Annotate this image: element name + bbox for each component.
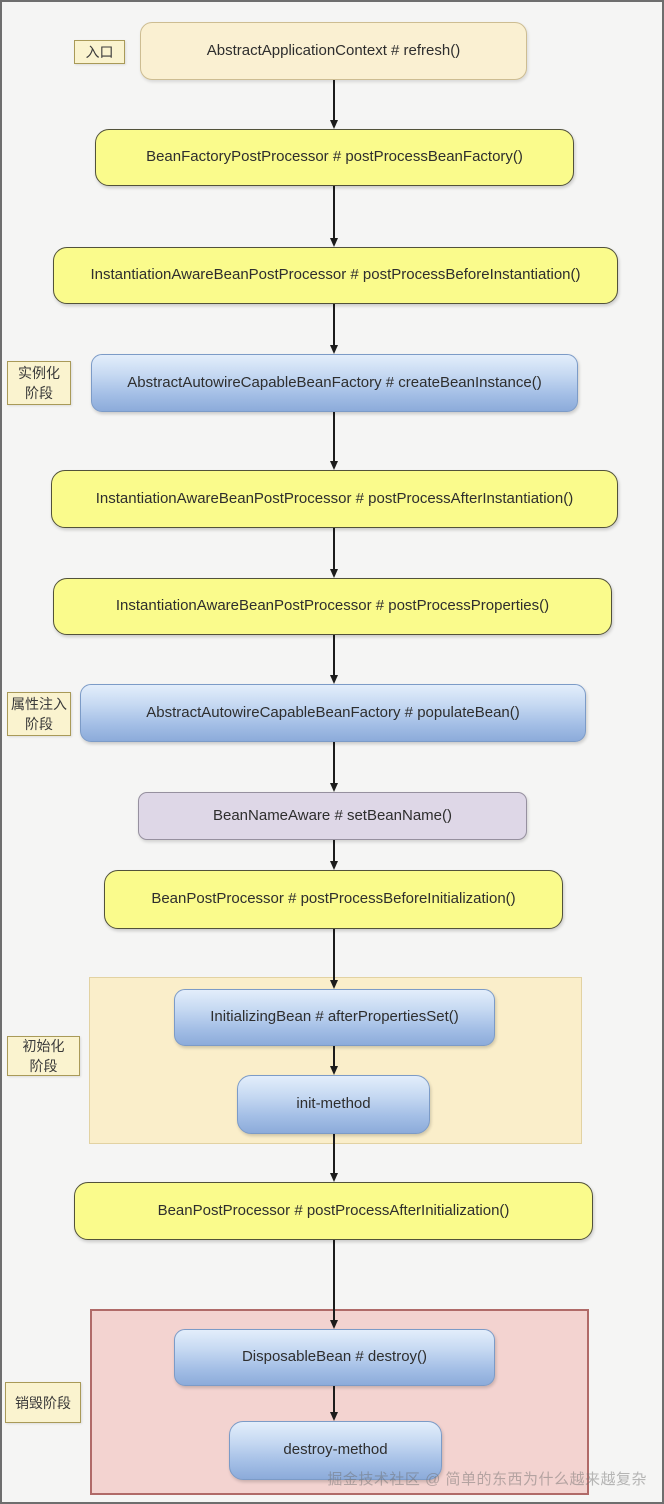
node-post-process-after-initialization: BeanPostProcessor # postProcessAfterInit… [74, 1182, 593, 1240]
node-set-bean-name: BeanNameAware # setBeanName() [138, 792, 527, 840]
node-destroy-method: destroy-method [229, 1421, 442, 1480]
stage-label-property-injection-line2: 阶段 [25, 716, 53, 732]
arrow-refresh-to-postprocessbeanfactory [329, 80, 338, 129]
stage-label-initialization: 初始化 阶段 [7, 1036, 80, 1076]
stage-label-instantiation: 实例化 阶段 [7, 361, 71, 405]
stage-label-instantiation-line1: 实例化 [18, 365, 60, 381]
arrow-createbeaninstance-to-afterinstantiation [329, 412, 338, 470]
arrow-setbeanname-to-beforeinitialization [329, 840, 338, 870]
node-create-bean-instance: AbstractAutowireCapableBeanFactory # cre… [91, 354, 578, 412]
stage-label-instantiation-line2: 阶段 [25, 385, 53, 401]
node-refresh: AbstractApplicationContext # refresh() [140, 22, 527, 80]
node-post-process-properties: InstantiationAwareBeanPostProcessor # po… [53, 578, 612, 635]
node-init-method: init-method [237, 1075, 430, 1134]
stage-label-initialization-line1: 初始化 [22, 1038, 65, 1054]
node-post-process-bean-factory: BeanFactoryPostProcessor # postProcessBe… [95, 129, 574, 186]
arrow-afterpropertiesset-to-initmethod [329, 1046, 338, 1075]
arrow-postprocessbeanfactory-to-beforeinstantiation [329, 186, 338, 247]
stage-label-initialization-line2: 阶段 [29, 1058, 58, 1074]
node-destroy: DisposableBean # destroy() [174, 1329, 495, 1386]
stage-label-property-injection: 属性注入 阶段 [7, 692, 71, 736]
node-post-process-after-instantiation: InstantiationAwareBeanPostProcessor # po… [51, 470, 618, 528]
stage-label-entry: 入口 [74, 40, 125, 64]
arrow-beforeinitialization-to-afterpropertiesset [329, 929, 338, 989]
arrow-initmethod-to-afterinitialization [329, 1134, 338, 1182]
node-populate-bean: AbstractAutowireCapableBeanFactory # pop… [80, 684, 586, 742]
watermark-text: 掘金技术社区 @ 简单的东西为什么越来越复杂 [327, 1471, 647, 1488]
node-post-process-before-instantiation: InstantiationAwareBeanPostProcessor # po… [53, 247, 618, 304]
node-after-properties-set: InitializingBean # afterPropertiesSet() [174, 989, 495, 1046]
arrow-populatebean-to-setbeanname [329, 742, 338, 792]
stage-label-property-injection-line1: 属性注入 [11, 696, 67, 712]
node-post-process-before-initialization: BeanPostProcessor # postProcessBeforeIni… [104, 870, 563, 929]
stage-label-entry-text: 入口 [85, 44, 114, 60]
stage-label-destruction: 销毁阶段 [5, 1382, 81, 1423]
arrow-afterinstantiation-to-postprocessproperties [329, 528, 338, 578]
arrow-destroy-to-destroymethod [329, 1386, 338, 1421]
arrow-postprocessproperties-to-populatebean [329, 635, 338, 684]
stage-label-destruction-text: 销毁阶段 [15, 1394, 71, 1411]
arrow-beforeinstantiation-to-createbeaninstance [329, 304, 338, 354]
arrow-afterinitialization-to-destroy [329, 1240, 338, 1329]
